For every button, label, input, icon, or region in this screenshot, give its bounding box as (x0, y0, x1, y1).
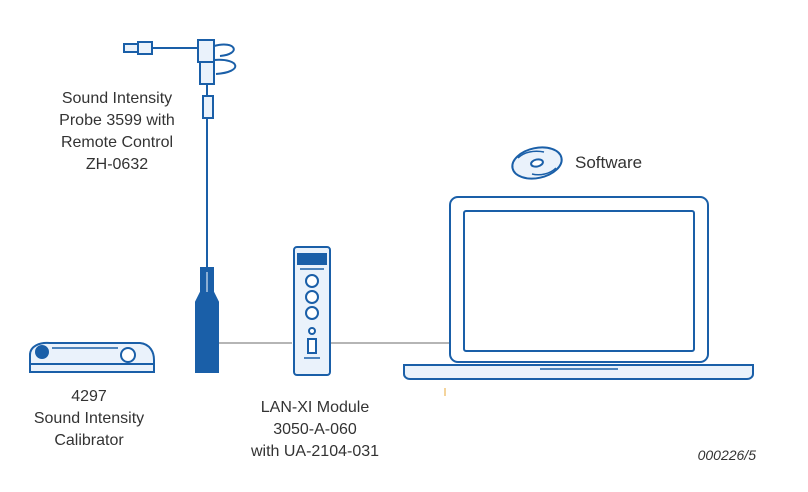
calibrator-label-line2: Sound Intensity (33, 410, 145, 427)
laptop-icon (403, 196, 754, 380)
calibrator-label-line3: Calibrator (54, 432, 124, 449)
module-label-line2: 3050-A-060 (273, 421, 357, 438)
module-label: LAN-XI Module 3050-A-060 with UA-2104-03… (210, 397, 420, 463)
figure-id: 000226/5 (697, 447, 756, 463)
calibrator-icon (29, 341, 155, 373)
probe-label-line3: Remote Control (60, 134, 174, 151)
probe-label-line4: ZH-0632 (85, 156, 149, 173)
lanxi-module-icon (293, 246, 331, 376)
calibrator-label: 4297 Sound Intensity Calibrator (0, 386, 178, 452)
probe-label-line2: Probe 3599 with (59, 112, 175, 129)
module-label-line1: LAN-XI Module (260, 399, 370, 416)
software-disc-icon (511, 146, 563, 180)
calibrator-label-line1: 4297 (71, 388, 107, 405)
probe-label: Sound Intensity Probe 3599 with Remote C… (22, 88, 212, 176)
software-label: Software (575, 153, 643, 172)
probe-label-line1: Sound Intensity (61, 90, 173, 107)
probe-icon (123, 39, 237, 373)
module-label-line3: with UA-2104-031 (250, 443, 380, 460)
